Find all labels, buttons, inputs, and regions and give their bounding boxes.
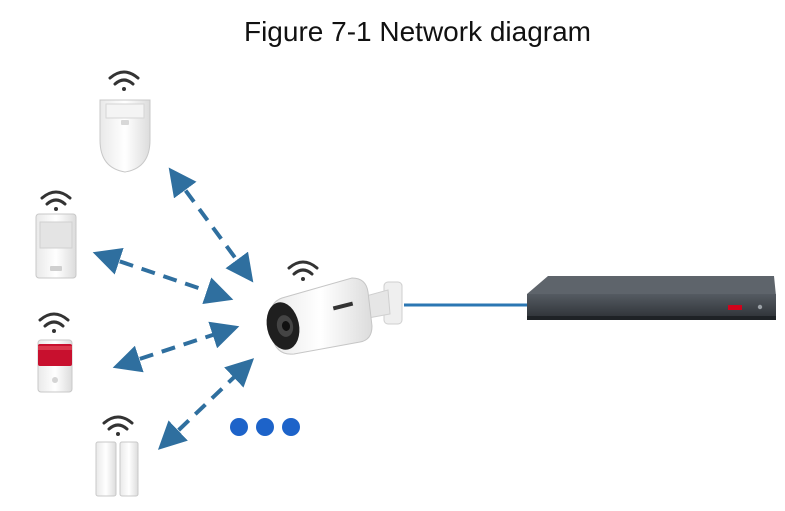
figure-title: Figure 7-1 Network diagram (243, 16, 592, 47)
wifi-icon (287, 260, 319, 281)
wifi-icon (38, 312, 70, 333)
link-arrow-pir (168, 167, 254, 283)
wireless-pir-detector (99, 70, 151, 173)
wireless-links (92, 167, 255, 450)
wifi-icon (108, 70, 140, 91)
wireless-curtain-detector-icon (35, 213, 77, 279)
link-arrow-door (157, 358, 255, 450)
wireless-siren (37, 312, 73, 393)
bullet-camera-icon (266, 277, 403, 355)
wifi-icon (40, 190, 72, 211)
wireless-pir-detector-icon (99, 99, 151, 173)
network-video-recorder-icon (527, 276, 776, 320)
wireless-curtain-detector (35, 190, 77, 279)
wireless-door-contact (95, 415, 139, 497)
wireless-door-contact-icon (95, 441, 139, 497)
link-arrow-siren (112, 321, 240, 373)
ellipsis-dots-icon (230, 418, 300, 436)
network-video-recorder (527, 276, 776, 320)
wifi-icon (102, 415, 134, 436)
wireless-siren-icon (37, 339, 73, 393)
link-arrow-curtain (92, 247, 234, 305)
bullet-camera (266, 260, 403, 355)
